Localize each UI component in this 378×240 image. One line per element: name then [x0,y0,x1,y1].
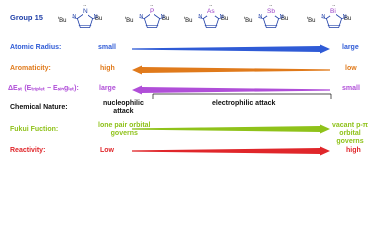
trend-arrows [132,44,330,156]
tbu-label: tBu [184,15,193,25]
ring-nitrogen-label: N [72,13,77,20]
ring-p [143,12,161,28]
ring-bi [325,12,343,28]
trend-arrow-0 [132,44,330,54]
delta-e-right: small [342,85,360,92]
diagram-graphics [72,12,347,156]
lone-pair-icon: ·· [150,3,154,9]
element-bi: Bi [330,8,336,16]
tbu-label: tBu [58,15,67,25]
substituent-bond [72,17,78,19]
row-label-fukui: Fukui Fuction: [10,126,59,133]
lone-pair-icon: ·· [332,3,336,9]
trend-arrow-1 [132,65,330,75]
fukui-left: lone pair orbital governs [98,122,151,138]
fukui-right: vacant p-π orbital governs [331,122,369,146]
aromaticity-left: high [100,65,115,72]
ring-as [202,12,220,28]
ring-nitrogen-label: N [198,13,203,20]
element-as: As [207,8,215,16]
row-label-chemical-nature: Chemical Nature: [10,104,68,111]
ring-nitrogen-label: N [258,13,263,20]
tbu-label: Bu [344,16,352,22]
element-p: P [150,8,155,16]
lone-pair-icon: ·· [83,3,87,9]
substituent-bond [258,17,264,19]
trend-arrow-3 [132,124,330,134]
reactivity-left: Low [100,147,114,154]
lone-pair-icon: ·· [269,3,273,9]
tbu-label: Bu [281,16,289,22]
ring-structures [72,12,347,28]
ring-nitrogen-label: N [160,13,165,20]
ring-nitrogen-label: N [321,13,326,20]
element-sb: Sb [267,8,275,16]
ring-nitrogen-label: N [279,13,284,20]
nucleophilic-attack-label: nucleophilic attack [103,100,144,115]
delta-e-left: large [99,85,116,92]
ring-nitrogen-label: N [219,13,224,20]
row-label-aromaticity: Aromaticity: [10,65,51,72]
row-label-reactivity: Reactivity: [10,147,46,154]
substituent-bond [198,17,204,19]
tbu-label: Bu [221,16,229,22]
atomic-radius-right: large [342,44,359,51]
electrophilic-bracket [152,93,332,99]
tbu-label: Bu [95,16,103,22]
substituent-bond [92,17,98,19]
electrophilic-attack-label: electrophilic attack [212,100,276,107]
group-label: Group 15 [10,13,43,22]
substituent-bond [321,17,327,19]
substituent-bond [278,17,284,19]
reactivity-right: high [346,147,361,154]
trend-arrow-2 [132,85,330,95]
substituent-bond [139,17,145,19]
ring-nitrogen-label: N [93,13,98,20]
substituent-bond [218,17,224,19]
ring-nitrogen-label: N [139,13,144,20]
element-n: N [83,8,88,16]
ring-n [76,12,94,28]
tbu-label: tBu [125,15,134,25]
aromaticity-right: low [345,65,357,72]
atomic-radius-left: small [98,44,116,51]
lone-pair-icon: ·· [209,3,213,9]
substituent-bond [341,17,347,19]
tbu-label: tBu [244,15,253,25]
row-label-atomic-radius: Atomic Radius: [10,44,62,51]
row-label-delta-e: ΔEₛₜ (Eₜᵣᵢₚₗₑₜ − Eₛᵢₙgₗₑₜ): [8,85,79,92]
tbu-label: tBu [307,15,316,25]
ring-nitrogen-label: N [342,13,347,20]
diagram-stage: Group 15 Atomic Radius: Aromaticity: ΔEₛ… [8,3,369,156]
trend-arrow-4 [132,146,330,156]
tbu-label: Bu [162,16,170,22]
substituent-bond [159,17,165,19]
ring-sb [262,12,280,28]
